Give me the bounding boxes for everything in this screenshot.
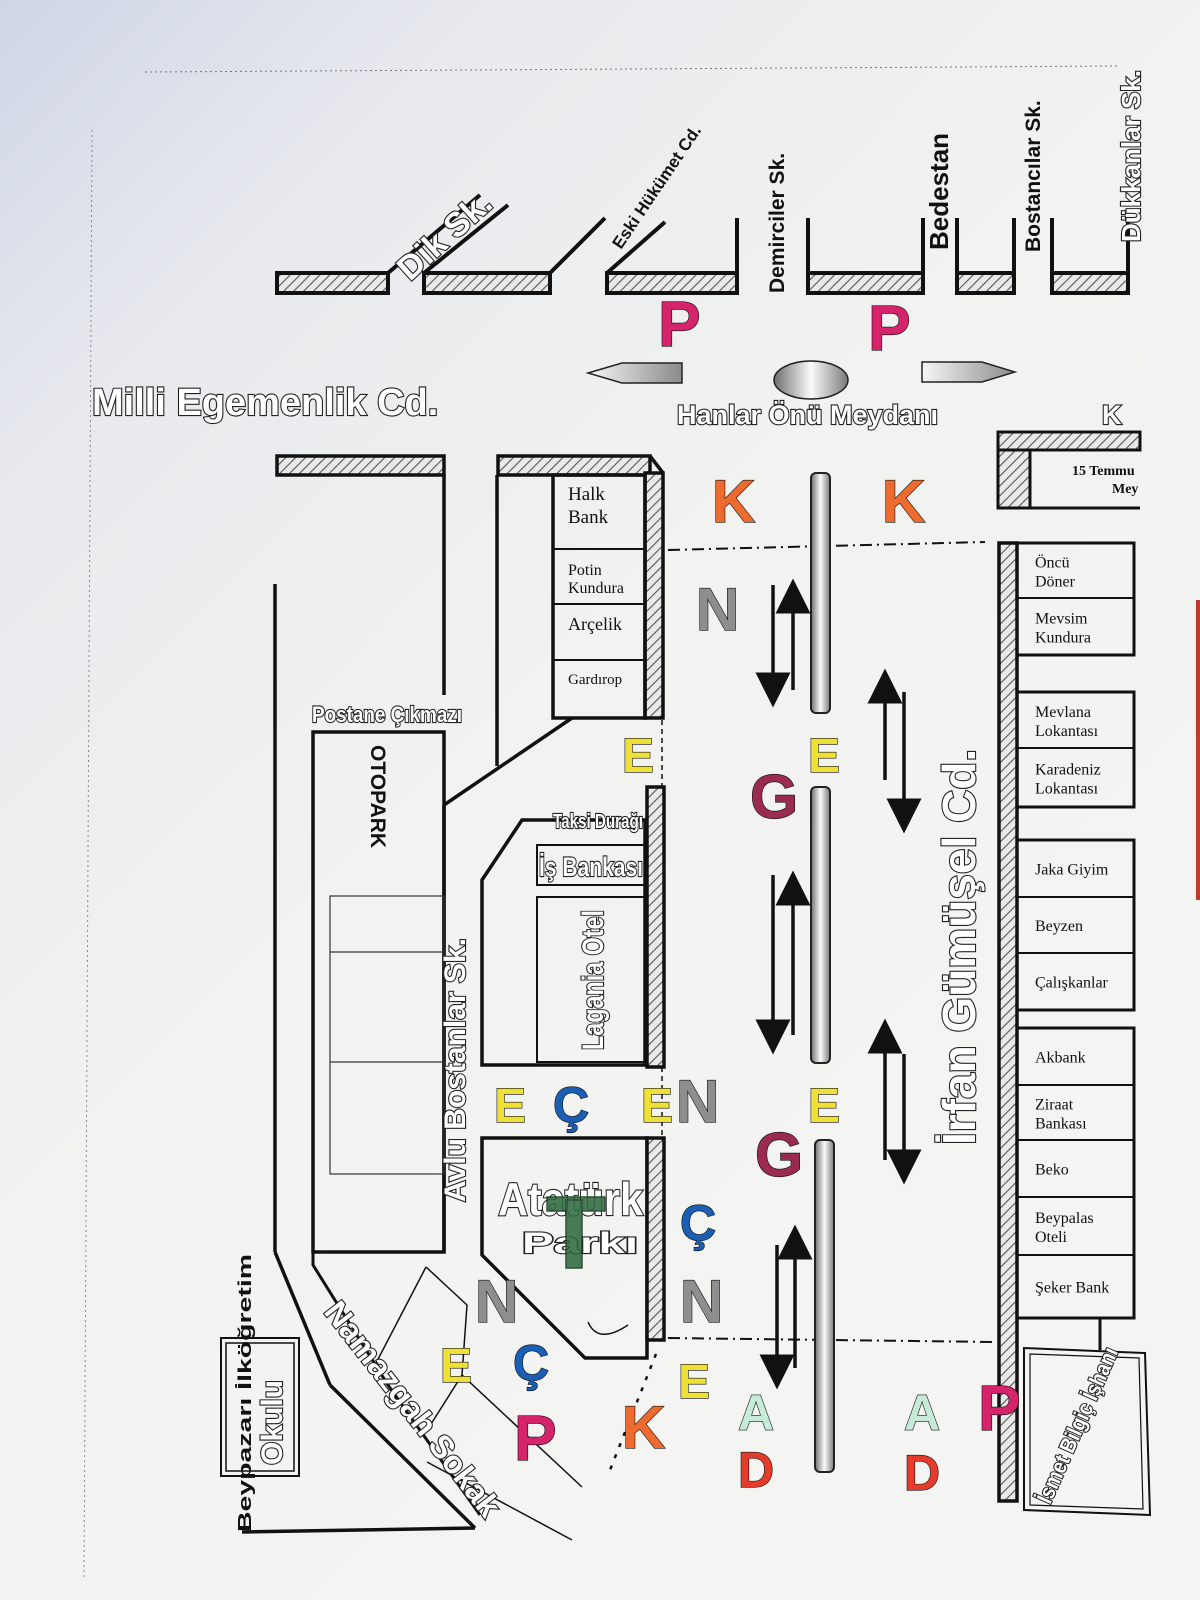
marker-c: Ç	[680, 1195, 716, 1251]
shop-right-label: Beypalas	[1035, 1210, 1094, 1227]
marker-e: E	[440, 1340, 472, 1393]
marker-k: K	[882, 468, 925, 535]
shop-right-label: Mevsim	[1035, 611, 1088, 628]
marker-d: D	[904, 1445, 940, 1501]
marker-n: N	[475, 1268, 518, 1335]
shop-right-label: Mevlana	[1035, 704, 1091, 721]
marker-e: E	[641, 1080, 673, 1133]
marker-n: N	[680, 1268, 723, 1335]
marker-g: G	[755, 1121, 803, 1190]
label-k-cut: K	[1102, 400, 1122, 430]
marker-k: K	[712, 468, 755, 535]
label-15-temmuz: 15 Temmu	[1072, 464, 1135, 479]
shop-right-label: Karadeniz	[1035, 762, 1101, 779]
label-eski-hukumet: Eski Hükümet Cd.	[609, 122, 706, 252]
label-school-2: Okulu	[256, 1380, 289, 1465]
traffic-arrows	[755, 578, 922, 1390]
shop-left-label: Gardırop	[568, 672, 622, 688]
marker-a: A	[904, 1385, 940, 1441]
marker-e: E	[494, 1080, 526, 1133]
marker-e: E	[808, 1080, 840, 1133]
label-15-temmuz-2: Mey	[1112, 482, 1138, 497]
shop-right-label: Beyzen	[1035, 918, 1083, 935]
marker-g: G	[750, 763, 798, 832]
marker-c: Ç	[513, 1335, 549, 1391]
label-demirciler: Demirciler Sk.	[766, 153, 789, 293]
marker-c: Ç	[553, 1077, 589, 1133]
label-avlu-bostanlar: Avlu Bostanlar Sk.	[439, 938, 472, 1202]
marker-n: N	[676, 1068, 719, 1135]
marker-d: D	[738, 1442, 774, 1498]
shop-right-label: Şeker Bank	[1035, 1280, 1109, 1297]
label-lagania-otel: Lagania Otel	[577, 910, 610, 1050]
shop-right-label-2: Döner	[1035, 574, 1076, 591]
shop-right-label: Ziraat	[1035, 1097, 1074, 1114]
label-school-1: Beypazarı İlköğretim	[235, 1254, 255, 1532]
marker-p: P	[868, 292, 911, 364]
ismet-bilgic-isthani	[1023, 1346, 1152, 1517]
shop-right-label-2: Lokantası	[1035, 781, 1099, 798]
arrow-right-shape	[921, 361, 1018, 383]
label-postane-cikmazi: Postane Çıkmazı	[312, 702, 462, 727]
shop-left-label: Potin	[568, 562, 602, 579]
label-ismet-bilgic: İsmet Bilgiç İşhanı	[1032, 1343, 1123, 1507]
marker-e: E	[622, 730, 654, 783]
marker-p: P	[658, 288, 701, 360]
label-otopark: OTOPARK	[366, 745, 389, 848]
label-milli-egemenlik: Milli Egemenlik Cd.	[92, 382, 438, 424]
arrow-left-shape	[585, 362, 683, 384]
shop-right-label: Jaka Giyim	[1035, 862, 1109, 879]
marker-n: N	[696, 576, 739, 643]
marker-k: K	[622, 1394, 665, 1461]
fountain-oval	[773, 360, 849, 400]
marker-a: A	[738, 1385, 774, 1441]
label-taksi-duragi: Taksi Durağı	[553, 811, 643, 833]
shop-right-label-2: Bankası	[1035, 1116, 1087, 1133]
marker-p: P	[978, 1372, 1021, 1444]
statue-icon	[546, 1196, 606, 1269]
marker-p: P	[514, 1402, 557, 1474]
shop-right-label-2: Kundura	[1035, 630, 1091, 647]
top-block-outlines	[275, 193, 1130, 295]
label-irfan-gumusel: İrfan Gümüşel Cd.	[933, 749, 985, 1145]
median-islands	[810, 472, 835, 1473]
ataturk-park-block	[480, 1136, 649, 1360]
shop-right-label: Akbank	[1035, 1050, 1086, 1067]
label-bostancilar-top: Bostancılar Sk.	[1022, 100, 1045, 252]
label-right-cut-street: Dükkanlar Sk.	[1116, 70, 1146, 242]
shop-right-label-2: Lokantası	[1035, 723, 1099, 740]
label-is-bankasi: İş Bankası	[539, 852, 643, 882]
shop-right-label: Beko	[1035, 1162, 1069, 1179]
marker-e: E	[808, 730, 840, 783]
marker-e: E	[678, 1356, 710, 1409]
shop-right-label: Çalışkanlar	[1035, 975, 1109, 992]
label-bedestan: Bedestan	[924, 133, 954, 250]
shop-right-label-2: Oteli	[1035, 1229, 1068, 1246]
shop-left-label: Arçelik	[568, 614, 622, 634]
shop-left-label-2: Kundura	[568, 580, 624, 597]
shop-left-label-2: Bank	[568, 507, 609, 528]
shop-left-label: Halk	[568, 484, 605, 505]
label-hanlar-onu: Hanlar Önü Meydanı	[677, 400, 938, 430]
school-building	[220, 1337, 300, 1477]
shop-right-label: Öncü	[1035, 554, 1070, 572]
